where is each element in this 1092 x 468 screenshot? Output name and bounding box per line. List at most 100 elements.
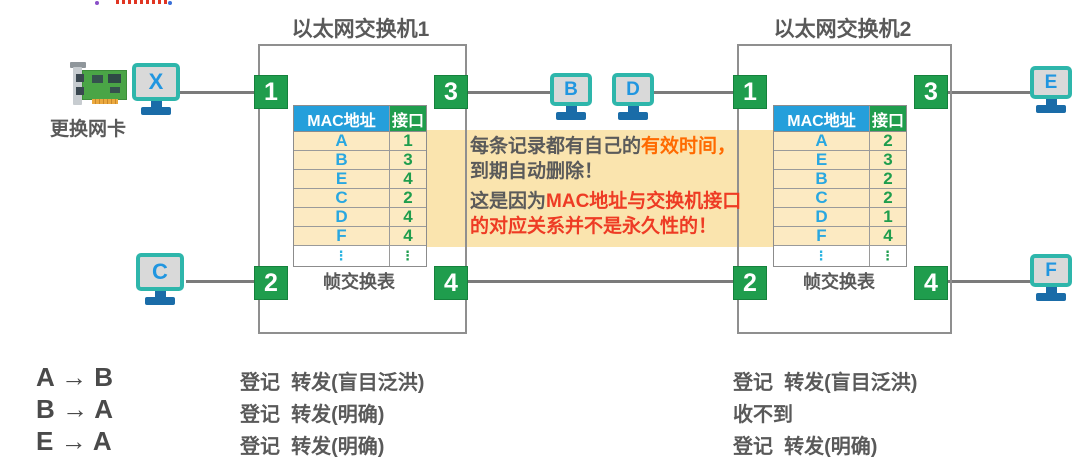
note-highlight: 有效时间， [641, 136, 737, 157]
monitor-stand [627, 106, 639, 112]
switch1-port-4: 4 [434, 266, 468, 300]
switch2-port-4: 4 [914, 266, 948, 300]
table-ellipsis-row: ⋮⋮ [774, 246, 906, 266]
network-card-icon [56, 58, 130, 110]
port-cell: 4 [389, 207, 426, 227]
mac-cell: F [294, 226, 389, 246]
computer-icon: F [1030, 254, 1072, 287]
mac-cell: C [294, 188, 389, 208]
monitor-stand [154, 291, 166, 297]
switch1-table-caption: 帧交换表 [323, 272, 395, 292]
mac-cell: A [774, 131, 869, 151]
monitor-stand [565, 106, 577, 112]
host-c: C [136, 253, 184, 305]
stray-mark [95, 1, 99, 5]
wire-switch1p3-b [463, 91, 568, 94]
switch2-action: 收不到 [733, 404, 793, 426]
port-cell: 2 [869, 188, 906, 208]
note-band [425, 130, 775, 247]
switch2-port-2: 2 [733, 266, 767, 300]
note-text: 每条记录都有自己的 [470, 136, 642, 157]
wire-switch2p4-f [948, 280, 1032, 283]
interface-header: 接口 [389, 106, 426, 132]
ellipsis-cell: ⋮ [294, 246, 389, 266]
monitor-base [141, 107, 171, 115]
computer-icon: X [132, 63, 180, 101]
wire-x-switch1p1 [180, 91, 260, 94]
switch1-port-3: 3 [434, 75, 468, 109]
mac-cell: B [294, 150, 389, 170]
mac-address-header: MAC地址 [294, 106, 389, 132]
monitor-base [618, 112, 648, 120]
mac-cell: D [774, 207, 869, 227]
monitor-stand [150, 101, 162, 107]
switch1-port-1: 1 [254, 75, 288, 109]
mac-cell: C [774, 188, 869, 208]
note-line-2: 到期自动删除！ [470, 160, 603, 183]
port-cell: 3 [389, 150, 426, 170]
stray-mark [168, 1, 172, 5]
port-cell: 2 [389, 188, 426, 208]
ellipsis-cell: ⋮ [389, 246, 426, 266]
note-line-4: 的对应关系并不是永久性的！ [470, 215, 717, 238]
mac-cell: D [294, 207, 389, 227]
monitor-stand [1045, 287, 1057, 293]
note-highlight: MAC地址与交换机接口 [546, 191, 742, 212]
switch2-box [737, 44, 952, 334]
wire-switch2p3-e [948, 91, 1032, 94]
mac-cell: E [294, 169, 389, 189]
port-cell: 4 [389, 226, 426, 246]
note-text: 这是因为 [470, 191, 547, 212]
host-x: X [132, 63, 180, 115]
port-cell: 4 [869, 226, 906, 246]
switch1-action: 登记 转发(明确) [240, 436, 385, 458]
monitor-base [145, 297, 175, 305]
mac-cell: F [774, 226, 869, 246]
host-b: B [550, 73, 592, 120]
switch1-action: 登记 转发(明确) [240, 404, 385, 426]
monitor-base [1036, 293, 1066, 301]
note-line-3: 这是因为MAC地址与交换机接口 [470, 190, 741, 213]
table-header-row: MAC地址 接口 [774, 106, 906, 132]
port-cell: 3 [869, 150, 906, 170]
switch1-port-2: 2 [254, 266, 288, 300]
event-label: E → A [36, 426, 112, 456]
port-cell: 2 [869, 169, 906, 189]
switch1-title: 以太网交换机1 [291, 18, 430, 41]
mac-cell: E [774, 150, 869, 170]
computer-icon: C [136, 253, 184, 291]
host-f: F [1030, 254, 1072, 301]
note-line-1: 每条记录都有自己的有效时间， [470, 135, 736, 158]
switch2-title: 以太网交换机2 [773, 18, 912, 41]
port-cell: 4 [389, 169, 426, 189]
monitor-stand [1045, 99, 1057, 105]
port-cell: 1 [869, 207, 906, 227]
host-d: D [612, 73, 654, 120]
event-label: B → A [36, 394, 114, 424]
mac-address-header: MAC地址 [774, 106, 869, 132]
wire-c-switch1p2 [186, 280, 260, 283]
wire-d-switch2p1 [645, 91, 737, 94]
nic-label: 更换网卡 [50, 119, 127, 140]
switch1-action: 登记 转发(盲目泛洪) [240, 372, 425, 394]
annotation-squiggle [116, 0, 168, 4]
wire-switch1p4-switch2p2 [463, 280, 737, 283]
ellipsis-cell: ⋮ [774, 246, 869, 266]
switch2-action: 登记 转发(明确) [733, 436, 878, 458]
switch2-table-caption: 帧交换表 [803, 272, 875, 292]
host-e: E [1030, 66, 1072, 113]
